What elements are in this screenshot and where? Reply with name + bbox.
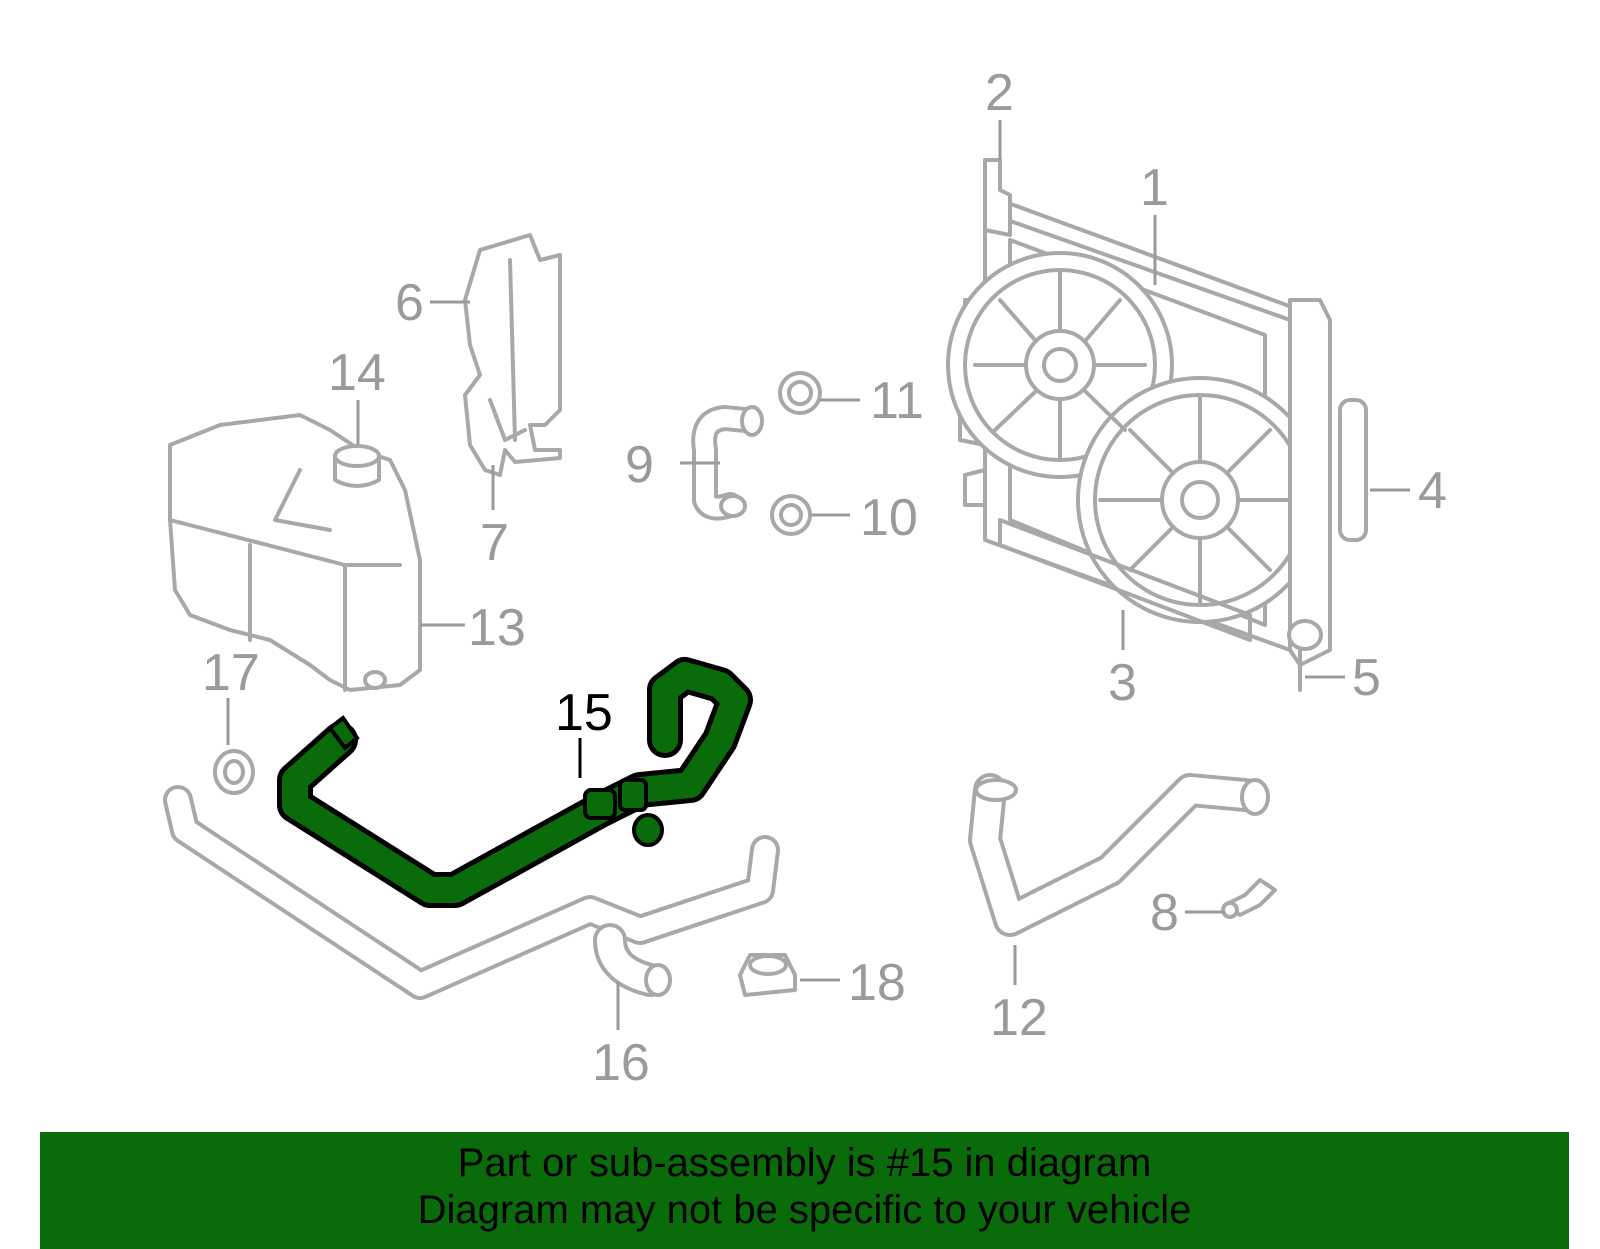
highlighted-hose-15 xyxy=(277,657,753,908)
callout-6: 6 xyxy=(395,274,424,332)
clamp-17 xyxy=(213,749,255,795)
callout-1: 1 xyxy=(1140,159,1169,217)
callout-4: 4 xyxy=(1418,462,1447,520)
hose-16 xyxy=(163,785,780,1000)
callout-9: 9 xyxy=(625,436,654,494)
callout-11: 11 xyxy=(870,372,924,430)
callout-3: 3 xyxy=(1108,654,1137,712)
callout-15: 15 xyxy=(555,684,613,742)
clamp-11 xyxy=(778,371,822,415)
callout-7: 7 xyxy=(480,514,509,572)
callout-16: 16 xyxy=(592,1034,650,1092)
hose-9 xyxy=(691,405,764,521)
callout-8: 8 xyxy=(1150,884,1179,942)
air-duct xyxy=(463,233,562,477)
callout-labels: 1 2 3 4 5 6 7 8 9 10 11 12 13 14 15 16 1… xyxy=(202,64,1447,1092)
callout-13: 13 xyxy=(468,599,526,657)
callout-12: 12 xyxy=(990,989,1048,1047)
callout-14: 14 xyxy=(328,344,386,402)
radiator-fan-assembly xyxy=(946,158,1368,692)
callout-2: 2 xyxy=(985,64,1014,122)
leader-lines xyxy=(226,120,1410,1030)
banner-line-1: Part or sub-assembly is #15 in diagram xyxy=(457,1141,1152,1185)
callout-17: 17 xyxy=(202,644,260,702)
parts-diagram: 1 2 3 4 5 6 7 8 9 10 11 12 13 14 15 16 1… xyxy=(163,64,1447,1092)
hose-12 xyxy=(968,773,1270,937)
clip-8 xyxy=(1221,878,1277,919)
clamp-18 xyxy=(738,953,797,997)
coolant-reservoir xyxy=(168,413,422,692)
clamp-10 xyxy=(770,494,812,536)
callout-5: 5 xyxy=(1352,649,1381,707)
banner-line-2: Diagram may not be specific to your vehi… xyxy=(417,1188,1192,1232)
callout-18: 18 xyxy=(848,954,906,1012)
callout-10: 10 xyxy=(860,489,918,547)
info-banner: Part or sub-assembly is #15 in diagram D… xyxy=(40,1132,1569,1249)
